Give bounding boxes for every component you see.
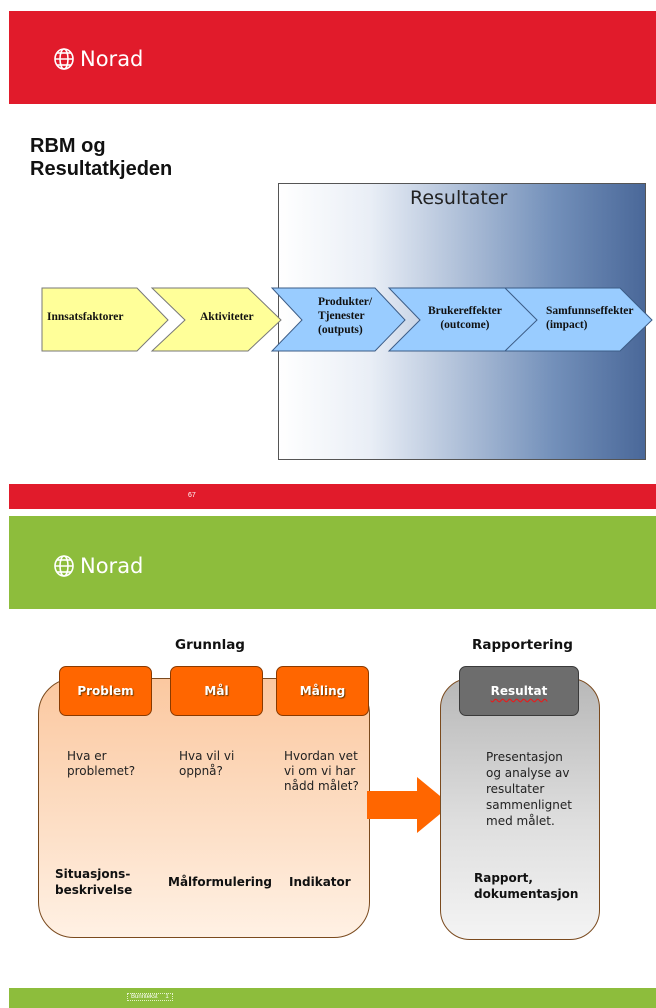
arrow-right-icon [367, 777, 451, 833]
tab-resultat-label: Resultat [490, 684, 548, 698]
results-label: Resultater [410, 187, 508, 209]
slide1-footer-bar [9, 484, 656, 509]
chain-arrow-inputs [41, 287, 169, 352]
brand-name: Norad [80, 47, 144, 71]
tab-mal: Mål [170, 666, 263, 716]
bottom-mal: Målformulering [168, 875, 272, 889]
slide2-header-bar [9, 516, 656, 609]
tab-resultat: Resultat [459, 666, 579, 716]
footer-text: Bunntekst [131, 994, 158, 1000]
chain-label-outputs: Produkter/ Tjenester (outputs) [318, 296, 373, 336]
bottom-maling: Indikator [289, 875, 351, 889]
brand-name: Norad [80, 554, 144, 578]
grunnlag-panel [38, 678, 370, 938]
heading-rapportering: Rapportering [472, 637, 573, 653]
slide2-logo: Norad [53, 554, 143, 578]
chain-arrow-outputs [270, 287, 406, 352]
question-mal: Hva vil vi oppnå? [179, 749, 235, 778]
chain-label-outcome: Brukereffekter (outcome) [428, 305, 502, 331]
globe-icon [54, 48, 74, 70]
slide-title: RBM og Resultatkjeden [30, 135, 172, 181]
question-maling: Hvordan vet vi om vi har nådd målet? [284, 749, 359, 793]
result-bottom: Rapport, dokumentasjon [474, 871, 579, 901]
slide2-footer: Bunntekst 1 [127, 993, 173, 1001]
chain-label-inputs: Innsatsfaktorer [47, 311, 124, 323]
tab-maling: Måling [276, 666, 369, 716]
chain-label-activities: Aktiviteter [200, 311, 254, 323]
question-problem: Hva er problemet? [67, 749, 136, 778]
heading-grunnlag: Grunnlag [175, 637, 245, 653]
slide1-logo: Norad [53, 47, 143, 71]
title-line-2: Resultatkjeden [30, 158, 173, 180]
result-text: Presentasjon og analyse av resultater sa… [486, 750, 572, 828]
results-chain [41, 287, 653, 352]
slide2-footer-bar [9, 988, 656, 1008]
bottom-problem: Situasjons- beskrivelse [55, 867, 133, 897]
tab-problem: Problem [59, 666, 152, 716]
footer-page-number: 1 [165, 994, 169, 1000]
chain-label-impact: Samfunnseffekter (impact) [546, 305, 634, 331]
rapportering-panel [440, 678, 600, 940]
slide1-page-number: 67 [188, 492, 196, 499]
chain-arrow-activities [150, 287, 282, 352]
title-line-1: RBM og [30, 135, 106, 157]
slide1-header-bar [9, 11, 656, 104]
chain-arrow-impact [503, 287, 653, 352]
globe-icon [54, 555, 74, 577]
